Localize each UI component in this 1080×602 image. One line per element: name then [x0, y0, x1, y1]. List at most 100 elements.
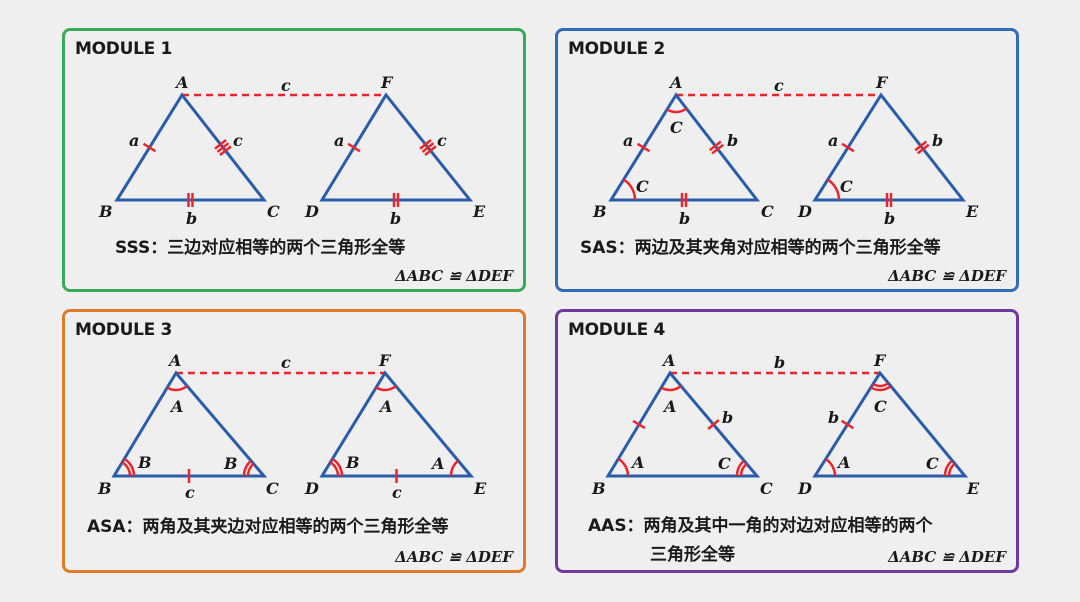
module-1-tick-mark	[142, 142, 157, 153]
module-1-tick-mark	[419, 139, 432, 150]
module-3-triangle-def	[319, 370, 475, 478]
module-1-vertex-label-c: C	[267, 202, 280, 221]
module-1-congruence: ΔABC ≌ ΔDEF	[395, 267, 513, 285]
module-1-rule-text: SSS：三边对应相等的两个三角形全等	[115, 233, 405, 258]
module-3-vertex-label-f: F	[378, 351, 392, 370]
module-1-vertex-label-f: F	[380, 73, 394, 92]
module-3-rule-line1: ASA：两角及其夹边对应相等的两个三角形全等	[87, 517, 449, 537]
module-4-angle-label: C	[874, 397, 887, 416]
module-2-side-label: a	[828, 131, 838, 150]
module-3-side-label: c	[281, 353, 291, 372]
module-1-tick-mark	[216, 142, 230, 153]
module-3-angle-arc	[166, 384, 188, 392]
module-3-rule-text: ASA：两角及其夹边对应相等的两个三角形全等	[87, 512, 449, 537]
module-3-angle-label: B	[137, 453, 152, 472]
module-3-angle-label: B	[345, 453, 360, 472]
module-3-triangle-abc	[111, 370, 268, 478]
module-2-angle-arc	[827, 178, 841, 201]
module-2-angle-label: C	[636, 177, 649, 196]
module-4-vertex-label-c: C	[760, 479, 773, 498]
module-2-angle-label: C	[840, 177, 853, 196]
module-3-title: MODULE 3	[75, 320, 173, 340]
module-4-side-label: b	[774, 353, 785, 372]
module-4-vertex-label-f: F	[873, 351, 887, 370]
module-4-angle-arc	[943, 459, 954, 477]
module-2-vertex-label-e: E	[965, 202, 979, 221]
module-2-side-label: c	[774, 76, 784, 95]
module-2-angle-arc	[622, 178, 637, 201]
module-2-tick-mark	[841, 142, 855, 153]
module-4-angle-label: C	[718, 454, 731, 473]
module-1-tick-mark	[214, 139, 227, 150]
module-4-vertex-label-b: B	[591, 479, 606, 498]
module-3-angle-label: A	[430, 454, 444, 473]
module-4-angle-arc	[872, 381, 890, 388]
module-3-angle-label: A	[378, 397, 392, 416]
module-4-angle-label: A	[836, 453, 850, 472]
module-1-vertex-label-d: D	[304, 202, 319, 221]
module-1-side-label: a	[129, 131, 139, 150]
module-2-tick-mark	[636, 142, 651, 153]
module-2-tick-mark	[916, 143, 930, 155]
module-3-congruence: ΔABC ≌ ΔDEF	[395, 548, 513, 566]
module-2-angle-label: C	[670, 118, 683, 137]
module-2-angle-arc	[666, 107, 688, 114]
module-2-tick-mark	[708, 140, 722, 152]
module-3-vertex-label-e: E	[473, 479, 487, 498]
module-3-angle-arc	[123, 457, 136, 477]
module-3-angle-arc	[331, 457, 344, 477]
module-1-tick-mark	[424, 145, 437, 156]
module-2-side-label: b	[884, 209, 895, 228]
module-4-vertex-label-d: D	[797, 479, 812, 498]
module-1-side-label: b	[390, 209, 401, 228]
module-1-title: MODULE 1	[75, 39, 173, 59]
module-4-triangle-abc	[605, 370, 761, 478]
module-1-tick-mark	[421, 142, 435, 153]
module-4-side-label: b	[828, 408, 839, 427]
module-4-angle-label: A	[662, 397, 676, 416]
module-3-angle-arc	[242, 459, 252, 477]
module-3-angle-arc	[121, 461, 132, 477]
module-1-side-label: c	[437, 131, 447, 150]
module-3-vertex-label-a: A	[167, 351, 181, 370]
module-2-vertex-label-d: D	[797, 202, 812, 221]
module-2-vertex-label-c: C	[761, 202, 774, 221]
module-4-rule-line2: 三角形全等	[650, 545, 735, 565]
module-4-tick-mark	[707, 419, 720, 430]
module-2-congruence: ΔABC ≌ ΔDEF	[888, 267, 1006, 285]
module-3-angle-arc	[449, 459, 460, 477]
module-2-card: MODULE 2 SAS：两边及其夹角对应相等的两个三角形全等 ΔABC ≌ Δ…	[555, 28, 1019, 292]
module-4-angle-arc	[660, 384, 682, 392]
module-4-vertex-label-a: A	[661, 351, 675, 370]
module-1-side-label: c	[233, 131, 243, 150]
module-4-card: MODULE 4 AAS：两角及其中一角的对边对应相等的两个 三角形全等 ΔAB…	[555, 309, 1019, 573]
module-1-tick-mark	[219, 145, 232, 156]
module-4-angle-arc	[947, 462, 956, 477]
module-4-vertex-label-e: E	[966, 479, 980, 498]
module-1-card: MODULE 1 SSS：三边对应相等的两个三角形全等 ΔABC ≌ ΔDEF	[62, 28, 526, 292]
module-2-tick-mark	[711, 143, 725, 155]
module-4-angle-arc	[735, 459, 745, 477]
module-1-rule-line1: SSS：三边对应相等的两个三角形全等	[115, 238, 406, 258]
module-2-side-label: b	[679, 209, 690, 228]
module-2-tick-mark	[914, 140, 928, 152]
module-4-title: MODULE 4	[568, 320, 666, 340]
module-2-side-label: b	[727, 131, 738, 150]
module-4-angle-label: A	[630, 453, 644, 472]
module-3-angle-label: A	[169, 397, 183, 416]
module-1-side-label: c	[281, 76, 291, 95]
module-3-vertex-label-c: C	[266, 479, 279, 498]
module-3-angle-label: B	[223, 454, 238, 473]
module-1-vertex-label-e: E	[472, 202, 486, 221]
module-4-tick-mark	[632, 419, 646, 430]
module-4-angle-arc	[739, 462, 748, 477]
module-4-congruence: ΔABC ≌ ΔDEF	[888, 548, 1006, 566]
module-1-vertex-label-a: A	[174, 73, 188, 92]
module-2-rule-text: SAS：两边及其夹角对应相等的两个三角形全等	[580, 233, 941, 258]
module-1-side-label: a	[334, 131, 344, 150]
module-2-side-label: b	[932, 131, 943, 150]
module-3-vertex-label-d: D	[304, 479, 319, 498]
module-4-angle-arc	[870, 385, 892, 392]
module-4-angle-arc	[824, 458, 837, 477]
